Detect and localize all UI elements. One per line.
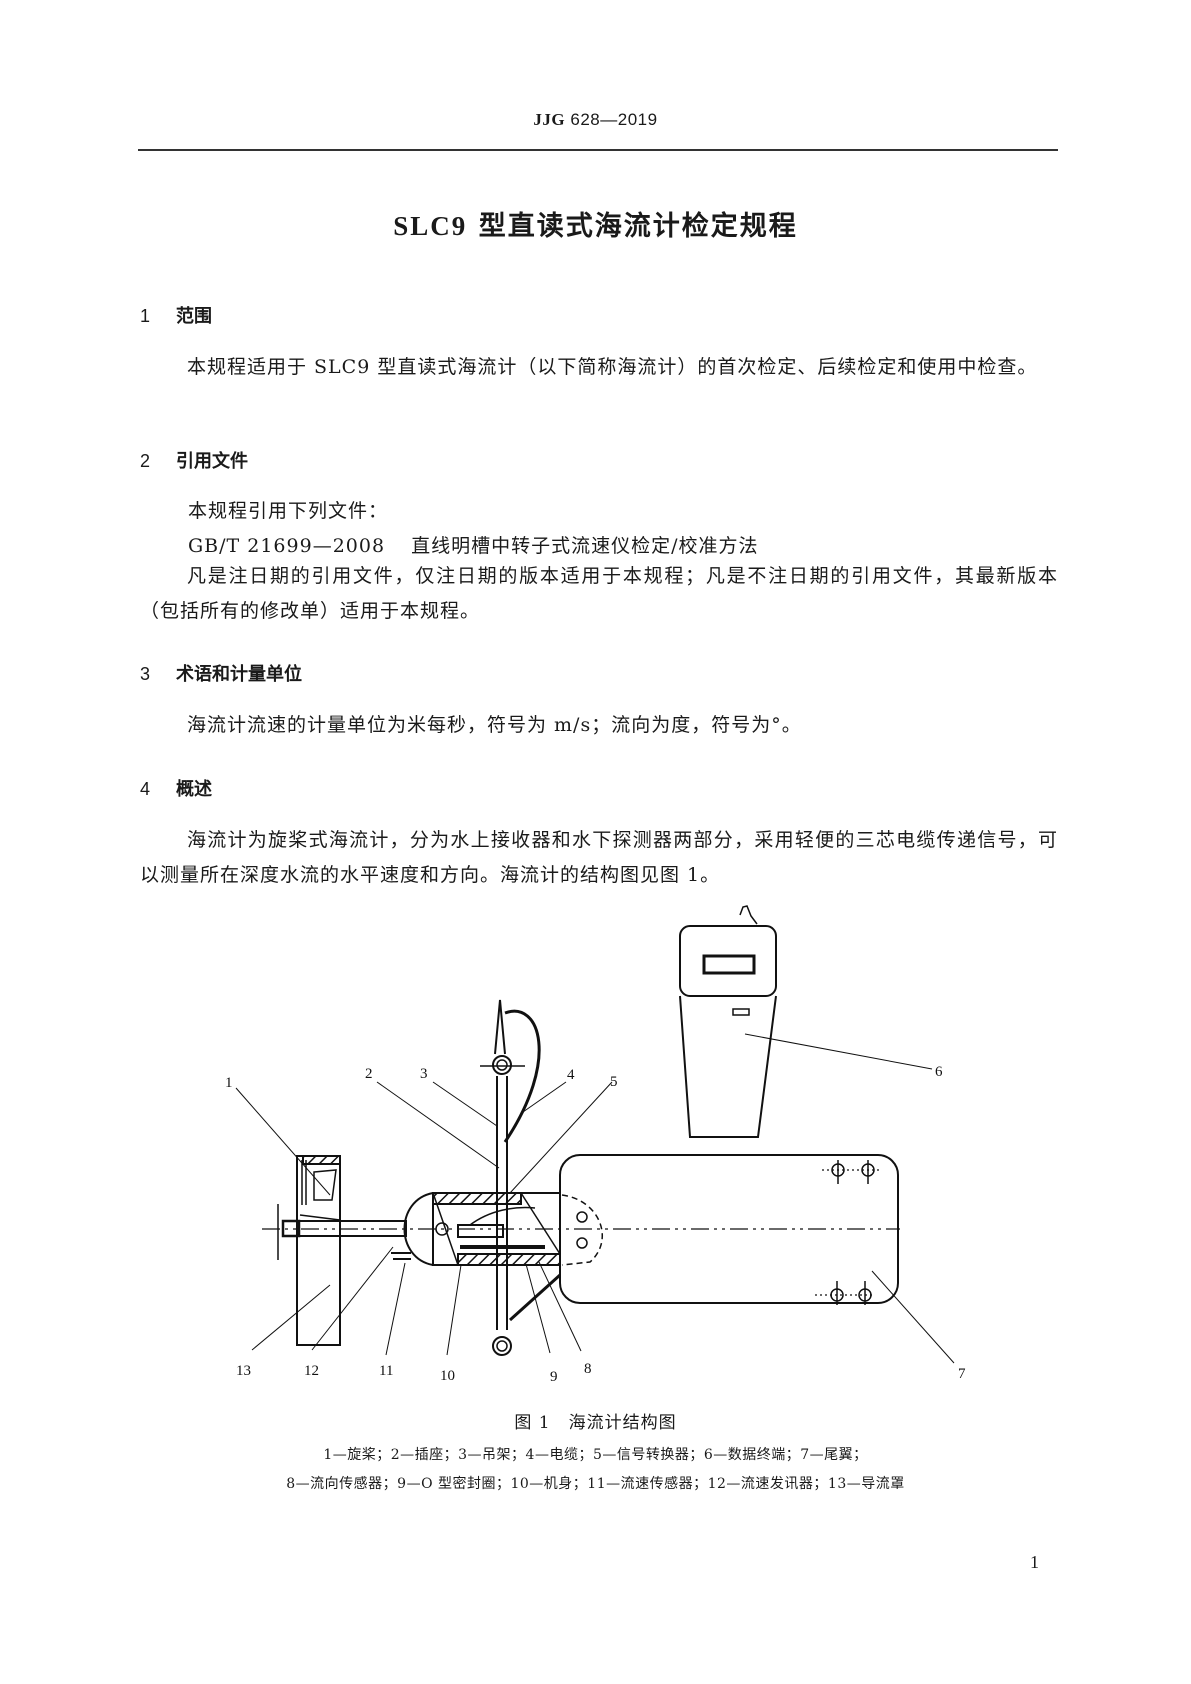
- standard-prefix: JJG: [533, 110, 566, 129]
- reference-title: 直线明槽中转子式流速仪检定/校准方法: [411, 535, 759, 557]
- callout-8: 8: [584, 1361, 592, 1377]
- data-terminal-icon: [679, 905, 777, 1138]
- callout-4: 4: [567, 1067, 575, 1083]
- callout-leaders: [235, 1033, 955, 1364]
- callout-1: 1: [225, 1075, 233, 1091]
- section-heading-3: 3 术语和计量单位: [140, 660, 302, 686]
- section-title: 范围: [176, 306, 212, 327]
- current-meter-diagram: 1 2 3 4 5 6 7 8 9 10 11 12 13: [225, 905, 966, 1385]
- figure-legend-line-1: 1—旋桨；2—插座；3—吊架；4—电缆；5—信号转换器；6—数据终端；7—尾翼；: [323, 1447, 868, 1463]
- callout-9: 9: [550, 1369, 558, 1385]
- figure-caption: 图 1 海流计结构图: [514, 1413, 677, 1433]
- section-heading-4: 4 概述: [140, 775, 212, 801]
- section-2-intro: 本规程引用下列文件：: [188, 500, 389, 522]
- section-3-paragraph: 海流计流速的计量单位为米每秒，符号为 m/s；流向为度，符号为°。: [187, 714, 802, 736]
- callout-5: 5: [610, 1074, 618, 1090]
- section-title: 术语和计量单位: [176, 664, 302, 685]
- reference-item: GB/T 21699—2008 直线明槽中转子式流速仪检定/校准方法: [188, 531, 758, 558]
- callout-3: 3: [420, 1066, 428, 1082]
- callout-2: 2: [365, 1066, 373, 1082]
- callout-labels: 1 2 3 4 5 6 7 8 9 10 11 12 13: [225, 1064, 966, 1385]
- section-number: 2: [140, 451, 151, 471]
- running-header: JJG 628—2019: [0, 110, 1191, 130]
- title-text: 型直读式海流计检定规程: [467, 211, 798, 242]
- section-number: 1: [140, 306, 151, 326]
- section-number: 4: [140, 779, 151, 799]
- callout-12: 12: [304, 1363, 319, 1379]
- callout-7: 7: [958, 1366, 966, 1382]
- header-rule: [138, 149, 1058, 151]
- callout-11: 11: [379, 1363, 393, 1379]
- callout-10: 10: [440, 1368, 455, 1384]
- reference-code: GB/T 21699—2008: [188, 535, 386, 557]
- section-4-paragraph: 海流计为旋桨式海流计，分为水上接收器和水下探测器两部分，采用轻便的三芯电缆传递信…: [140, 829, 1058, 886]
- title-model: SLC9: [393, 211, 468, 241]
- callout-13: 13: [236, 1363, 251, 1379]
- figure-legend-line-2: 8—流向传感器；9—O 型密封圈；10—机身；11—流速传感器；12—流速发讯器…: [286, 1476, 905, 1492]
- section-title: 概述: [176, 779, 212, 800]
- section-title: 引用文件: [176, 451, 248, 472]
- callout-6: 6: [935, 1064, 943, 1080]
- section-number: 3: [140, 664, 151, 684]
- section-2-paragraph: 凡是注日期的引用文件，仅注日期的版本适用于本规程；凡是不注日期的引用文件，其最新…: [140, 565, 1058, 622]
- section-1-paragraph: 本规程适用于 SLC9 型直读式海流计（以下简称海流计）的首次检定、后续检定和使…: [187, 356, 1038, 378]
- figure-1-structure-diagram: 1 2 3 4 5 6 7 8 9 10 11 12 13: [200, 880, 980, 1400]
- section-heading-2: 2 引用文件: [140, 447, 248, 473]
- page-number: 1: [1030, 1552, 1039, 1572]
- section-heading-1: 1 范围: [140, 302, 212, 328]
- page-title: SLC9 型直读式海流计检定规程: [0, 204, 1191, 243]
- standard-number: 628—2019: [570, 110, 658, 129]
